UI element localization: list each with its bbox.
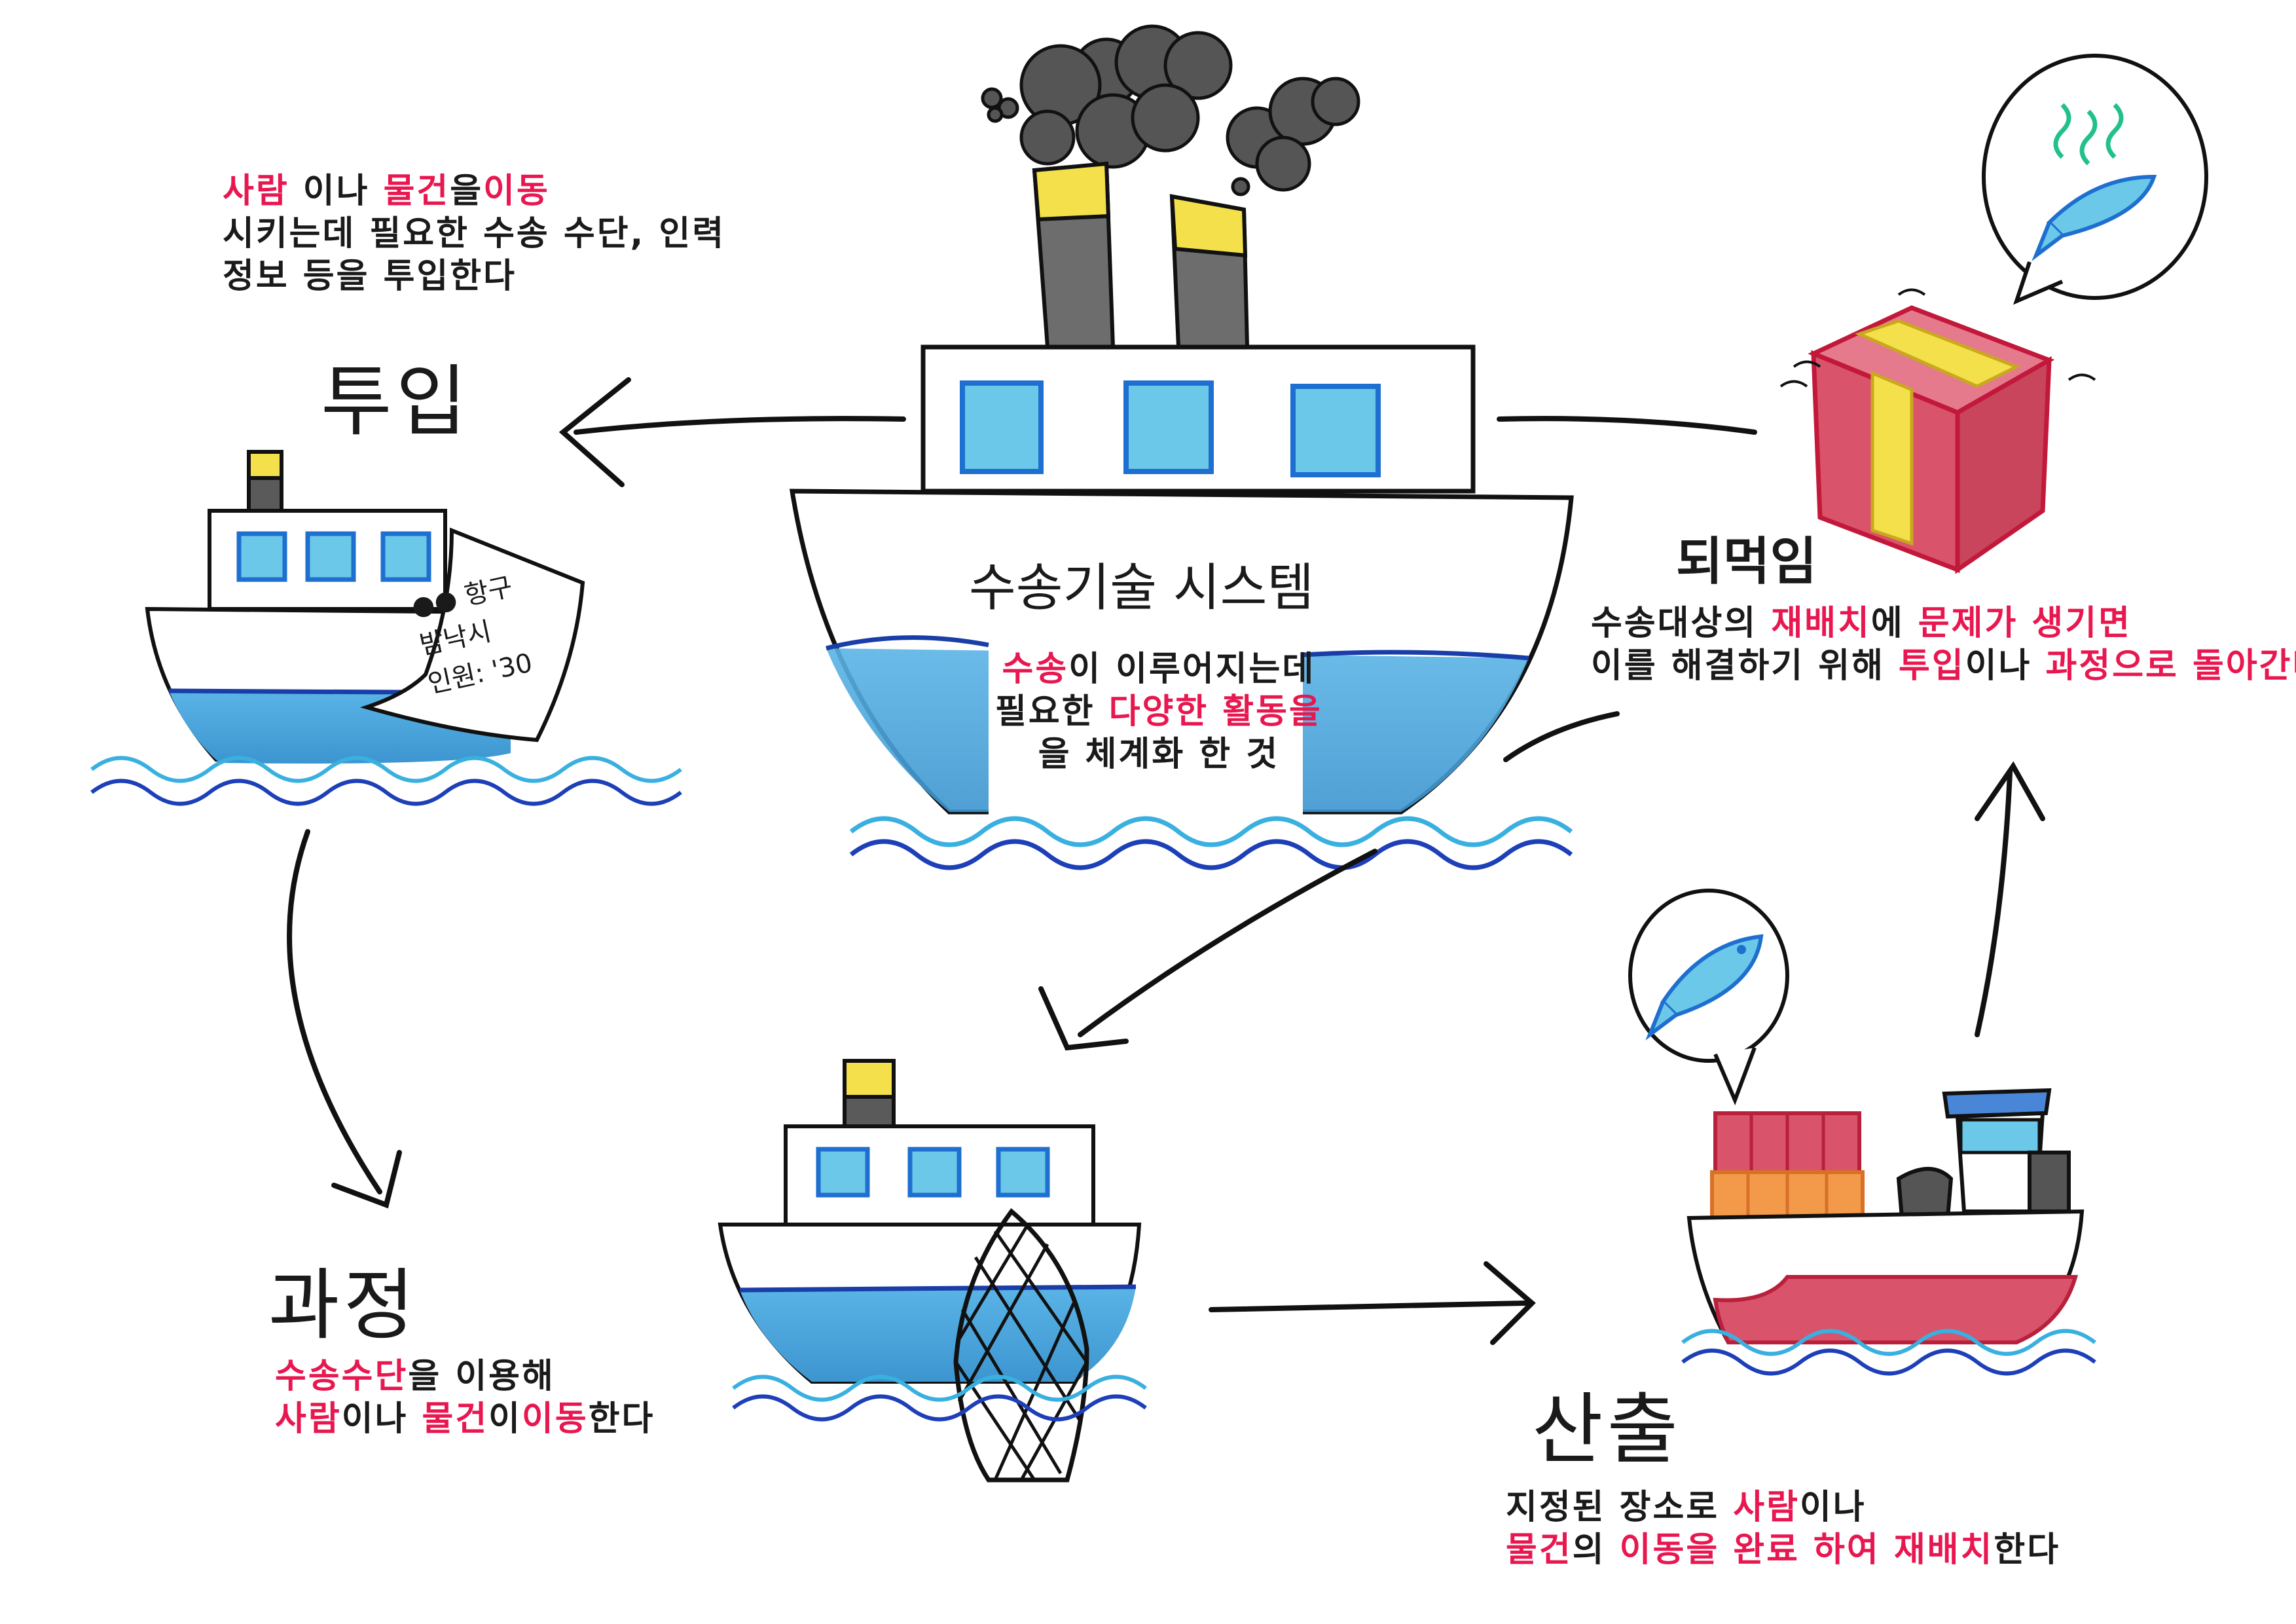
center-line: 수송이 이루어지는데 xyxy=(995,648,1322,691)
text-segment: 한다 xyxy=(1994,1530,2061,1570)
wave-line xyxy=(1681,1329,2096,1356)
process-line: 수송수단을 이용해 xyxy=(275,1356,655,1398)
input-line: 시키는데 필요한 수송 수단, 인력 xyxy=(223,213,725,255)
highlight-word: 문제가 생기면 xyxy=(1918,604,2132,643)
wave-line xyxy=(90,756,682,783)
highlight-word: 이동을 완료 하여 재배치 xyxy=(1619,1530,1994,1570)
wave-line xyxy=(90,779,682,806)
fish-icon xyxy=(1645,934,1764,1041)
feedback-line: 이를 해결하기 위해 투입이나 과정으로 돌아간다 xyxy=(1591,645,2296,688)
text-segment: 이나 xyxy=(341,1399,422,1439)
output-line: 지정된 장소로 사람이나 xyxy=(1506,1486,2060,1529)
highlight-word: 이동 xyxy=(483,172,550,211)
highlight-word: 수송 xyxy=(1002,650,1069,689)
highlight-word: 사람 xyxy=(223,172,289,211)
text-segment: 이 이루어지는데 xyxy=(1068,650,1316,689)
input-description: 사람 이나 물건을이동 시키는데 필요한 수송 수단, 인력 정보 등을 투입한… xyxy=(223,170,725,298)
center-title: 수송기술 시스템 xyxy=(969,559,1315,618)
highlight-word: 투입 xyxy=(1899,646,1965,686)
process-line: 사람이나 물건이이동한다 xyxy=(275,1398,655,1441)
wave-line xyxy=(732,1394,1147,1422)
text-segment: 에 xyxy=(1870,604,1918,643)
feedback-title: 되먹임 xyxy=(1676,532,1817,591)
window xyxy=(305,531,356,582)
text-segment: 을 이용해 xyxy=(408,1357,555,1396)
text-segment: 지정된 장소로 xyxy=(1506,1488,1734,1527)
highlight-word: 물건 xyxy=(422,1399,489,1439)
window xyxy=(816,1147,870,1198)
highlight-word: 재배치 xyxy=(1771,604,1871,643)
window xyxy=(996,1147,1050,1198)
fish-speech-bubble xyxy=(1628,889,1789,1106)
text-segment: 필요한 xyxy=(995,692,1109,731)
highlight-word: 물건 xyxy=(383,172,450,211)
highlight-word: 다양한 활동을 xyxy=(1108,692,1322,731)
shaking-box-icon xyxy=(1779,288,2096,574)
process-title: 과정 xyxy=(268,1260,419,1350)
smoke-cloud xyxy=(1019,24,1360,192)
process-ship xyxy=(718,1059,1147,1483)
text-segment: 의 xyxy=(1572,1530,1620,1570)
feedback-description: 수송대상의 재배치에 문제가 생기면 이를 해결하기 위해 투입이나 과정으로 … xyxy=(1591,602,2296,688)
text-segment: 이 xyxy=(488,1399,522,1439)
highlight-word: 사람 xyxy=(275,1399,342,1439)
highlight-word: 이동 xyxy=(522,1399,589,1439)
process-description: 수송수단을 이용해 사람이나 물건이이동한다 xyxy=(275,1356,655,1441)
feedback-line: 수송대상의 재배치에 문제가 생기면 xyxy=(1591,602,2296,645)
arrow-process-to-output xyxy=(1209,1301,1528,1312)
text-segment: 을 xyxy=(450,172,484,211)
text-segment: 이나 xyxy=(289,172,384,211)
output-ship xyxy=(1681,1088,2096,1376)
input-title: 투입 xyxy=(321,356,471,447)
text-segment: 이를 해결하기 위해 xyxy=(1591,646,1899,686)
center-line: 필요한 다양한 활동을 xyxy=(995,691,1322,733)
input-ship xyxy=(90,450,682,806)
window xyxy=(380,531,431,582)
output-line: 물건의 이동을 완료 하여 재배치한다 xyxy=(1506,1529,2060,1572)
text-segment: 이나 xyxy=(1965,646,2046,686)
text-segment: 을 체계화 한 것 xyxy=(1038,735,1280,774)
text-segment: 한다 xyxy=(588,1399,655,1439)
wave-line xyxy=(732,1375,1147,1402)
wave-line xyxy=(1681,1348,2096,1376)
highlight-word: 사람 xyxy=(1733,1488,1800,1527)
wave-line xyxy=(849,839,1573,870)
arrow-output-to-feedback xyxy=(1975,770,2013,1037)
output-title: 산출 xyxy=(1532,1384,1683,1475)
stink-lines-icon xyxy=(2053,103,2124,166)
text-segment: 이나 xyxy=(1799,1488,1867,1527)
highlight-word: 수송수단 xyxy=(275,1357,409,1396)
arrow-feedback-to-hull xyxy=(1503,711,1620,762)
notice-sign xyxy=(359,527,585,743)
text-segment: 시키는데 필요한 수송 수단, 인력 xyxy=(223,214,726,253)
wave-line xyxy=(849,816,1573,847)
arrow-input-to-process xyxy=(287,829,382,1194)
arrow-center-to-process xyxy=(1078,849,1377,1037)
center-description: 수송이 이루어지는데 필요한 다양한 활동을 을 체계화 한 것 xyxy=(995,648,1322,776)
arrows xyxy=(287,377,2045,1345)
window xyxy=(1290,384,1381,477)
window xyxy=(1123,380,1214,474)
highlight-word: 물건 xyxy=(1506,1530,1573,1570)
center-line: 을 체계화 한 것 xyxy=(995,733,1322,776)
smoke-puff xyxy=(981,87,1250,196)
highlight-word: 과정으로 돌아간다 xyxy=(2045,646,2296,686)
arrow-feedback-to-center xyxy=(1497,416,1757,435)
arrow-center-to-input xyxy=(574,416,906,435)
window xyxy=(907,1147,962,1198)
window xyxy=(236,531,287,582)
text-segment: 수송대상의 xyxy=(1591,604,1772,643)
center-ship xyxy=(789,24,1574,870)
window xyxy=(960,380,1044,474)
input-line: 사람 이나 물건을이동 xyxy=(223,170,725,213)
text-segment: 정보 등을 투입한다 xyxy=(223,257,517,296)
output-description: 지정된 장소로 사람이나 물건의 이동을 완료 하여 재배치한다 xyxy=(1506,1486,2060,1572)
input-line: 정보 등을 투입한다 xyxy=(223,255,725,298)
smelly-fish-bubble xyxy=(1982,54,2208,305)
fish-icon xyxy=(2032,174,2157,261)
